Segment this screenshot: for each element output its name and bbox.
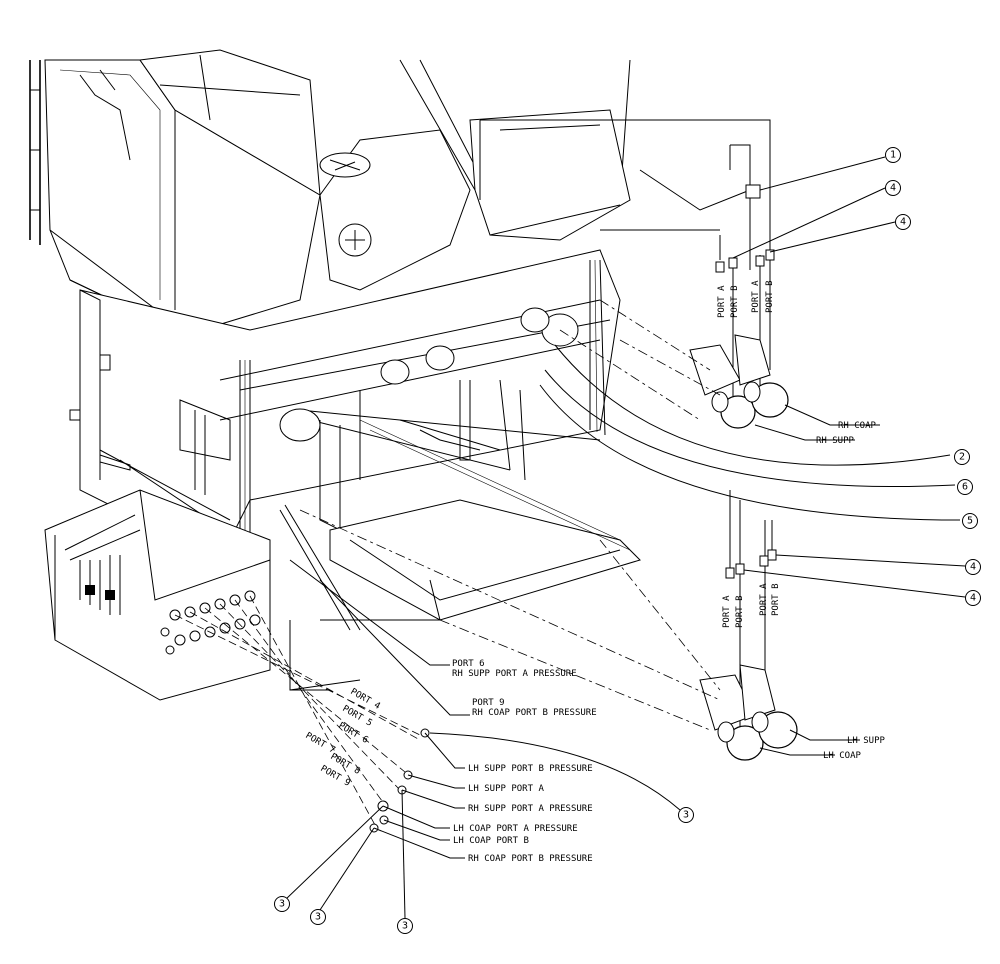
pressure-item-6: RH COAP PORT B PRESSURE xyxy=(468,854,593,864)
svg-text:4: 4 xyxy=(890,183,896,194)
svg-text:1: 1 xyxy=(890,150,896,161)
tag-port-7: PORT 7 xyxy=(304,731,337,756)
lh-valve-detail xyxy=(299,490,798,761)
callout-4-lower-a: 4 xyxy=(965,559,981,575)
svg-text:3: 3 xyxy=(683,810,689,821)
label-lh-supp: LH SUPP xyxy=(847,736,886,746)
label-lh-coap: LH COAP xyxy=(823,751,862,761)
callout-2: 2 xyxy=(954,449,970,465)
pressure-item-5: LH COAP PORT B xyxy=(453,836,529,846)
svg-text:4: 4 xyxy=(970,562,976,573)
rh-valve-detail xyxy=(479,119,789,429)
callout-markers: 1 4 4 2 6 5 4 4 xyxy=(274,147,981,934)
upper-port-b-1: PORT B xyxy=(730,285,740,318)
callout-4-upper-a: 4 xyxy=(885,180,901,196)
pressure-item-2: LH SUPP PORT A xyxy=(468,784,544,794)
svg-text:5: 5 xyxy=(967,516,973,527)
svg-text:3: 3 xyxy=(402,921,408,932)
upper-port-a-1: PORT A xyxy=(717,285,727,318)
lower-port-a-1: PORT A xyxy=(722,595,732,628)
machine-assembly xyxy=(29,49,641,701)
callout-3-right: 3 xyxy=(678,807,694,823)
svg-text:3: 3 xyxy=(315,912,321,923)
junction-box-ports xyxy=(160,590,261,655)
callout-5: 5 xyxy=(962,513,978,529)
port6-desc: RH SUPP PORT A PRESSURE xyxy=(452,669,577,679)
svg-text:2: 2 xyxy=(959,452,965,463)
callout-6: 6 xyxy=(957,479,973,495)
port-callout-labels: PORT 6 RH SUPP PORT A PRESSURE PORT 9 RH… xyxy=(452,659,597,718)
callout-3-bottom-mid: 3 xyxy=(310,909,326,925)
lower-port-labels: PORT A PORT B PORT A PORT B xyxy=(722,583,781,628)
svg-text:6: 6 xyxy=(962,482,968,493)
callout-3-bottom-right: 3 xyxy=(397,918,413,934)
label-rh-coap: RH COAP xyxy=(838,421,877,431)
lower-port-b-1: PORT B xyxy=(735,595,745,628)
svg-text:4: 4 xyxy=(900,217,906,228)
upper-port-a-2: PORT A xyxy=(751,280,761,313)
callout-3-bottom-left: 3 xyxy=(274,896,290,912)
svg-text:4: 4 xyxy=(970,593,976,604)
pressure-item-1: LH SUPP PORT B PRESSURE xyxy=(468,764,593,774)
svg-text:3: 3 xyxy=(279,899,285,910)
upper-port-b-2: PORT B xyxy=(765,280,775,313)
component-labels: RH COAP RH SUPP LH SUPP LH COAP xyxy=(816,421,886,761)
port6-title: PORT 6 xyxy=(452,659,485,669)
lower-port-b-2: PORT B xyxy=(771,583,781,616)
leader-lines xyxy=(284,156,966,919)
callout-4-lower-b: 4 xyxy=(965,590,981,606)
upper-port-labels: PORT A PORT B PORT A PORT B xyxy=(717,280,775,318)
pressure-list: LH SUPP PORT B PRESSURE LH SUPP PORT A R… xyxy=(453,764,593,864)
label-rh-supp: RH SUPP xyxy=(816,436,855,446)
lower-port-a-2: PORT A xyxy=(759,583,769,616)
callout-1: 1 xyxy=(885,147,901,163)
pressure-item-3: RH SUPP PORT A PRESSURE xyxy=(468,804,593,814)
callout-4-upper-b: 4 xyxy=(895,214,911,230)
port9-desc: RH COAP PORT B PRESSURE xyxy=(472,708,597,718)
port9-title: PORT 9 xyxy=(472,698,505,708)
pressure-item-4: LH COAP PORT A PRESSURE xyxy=(453,824,578,834)
